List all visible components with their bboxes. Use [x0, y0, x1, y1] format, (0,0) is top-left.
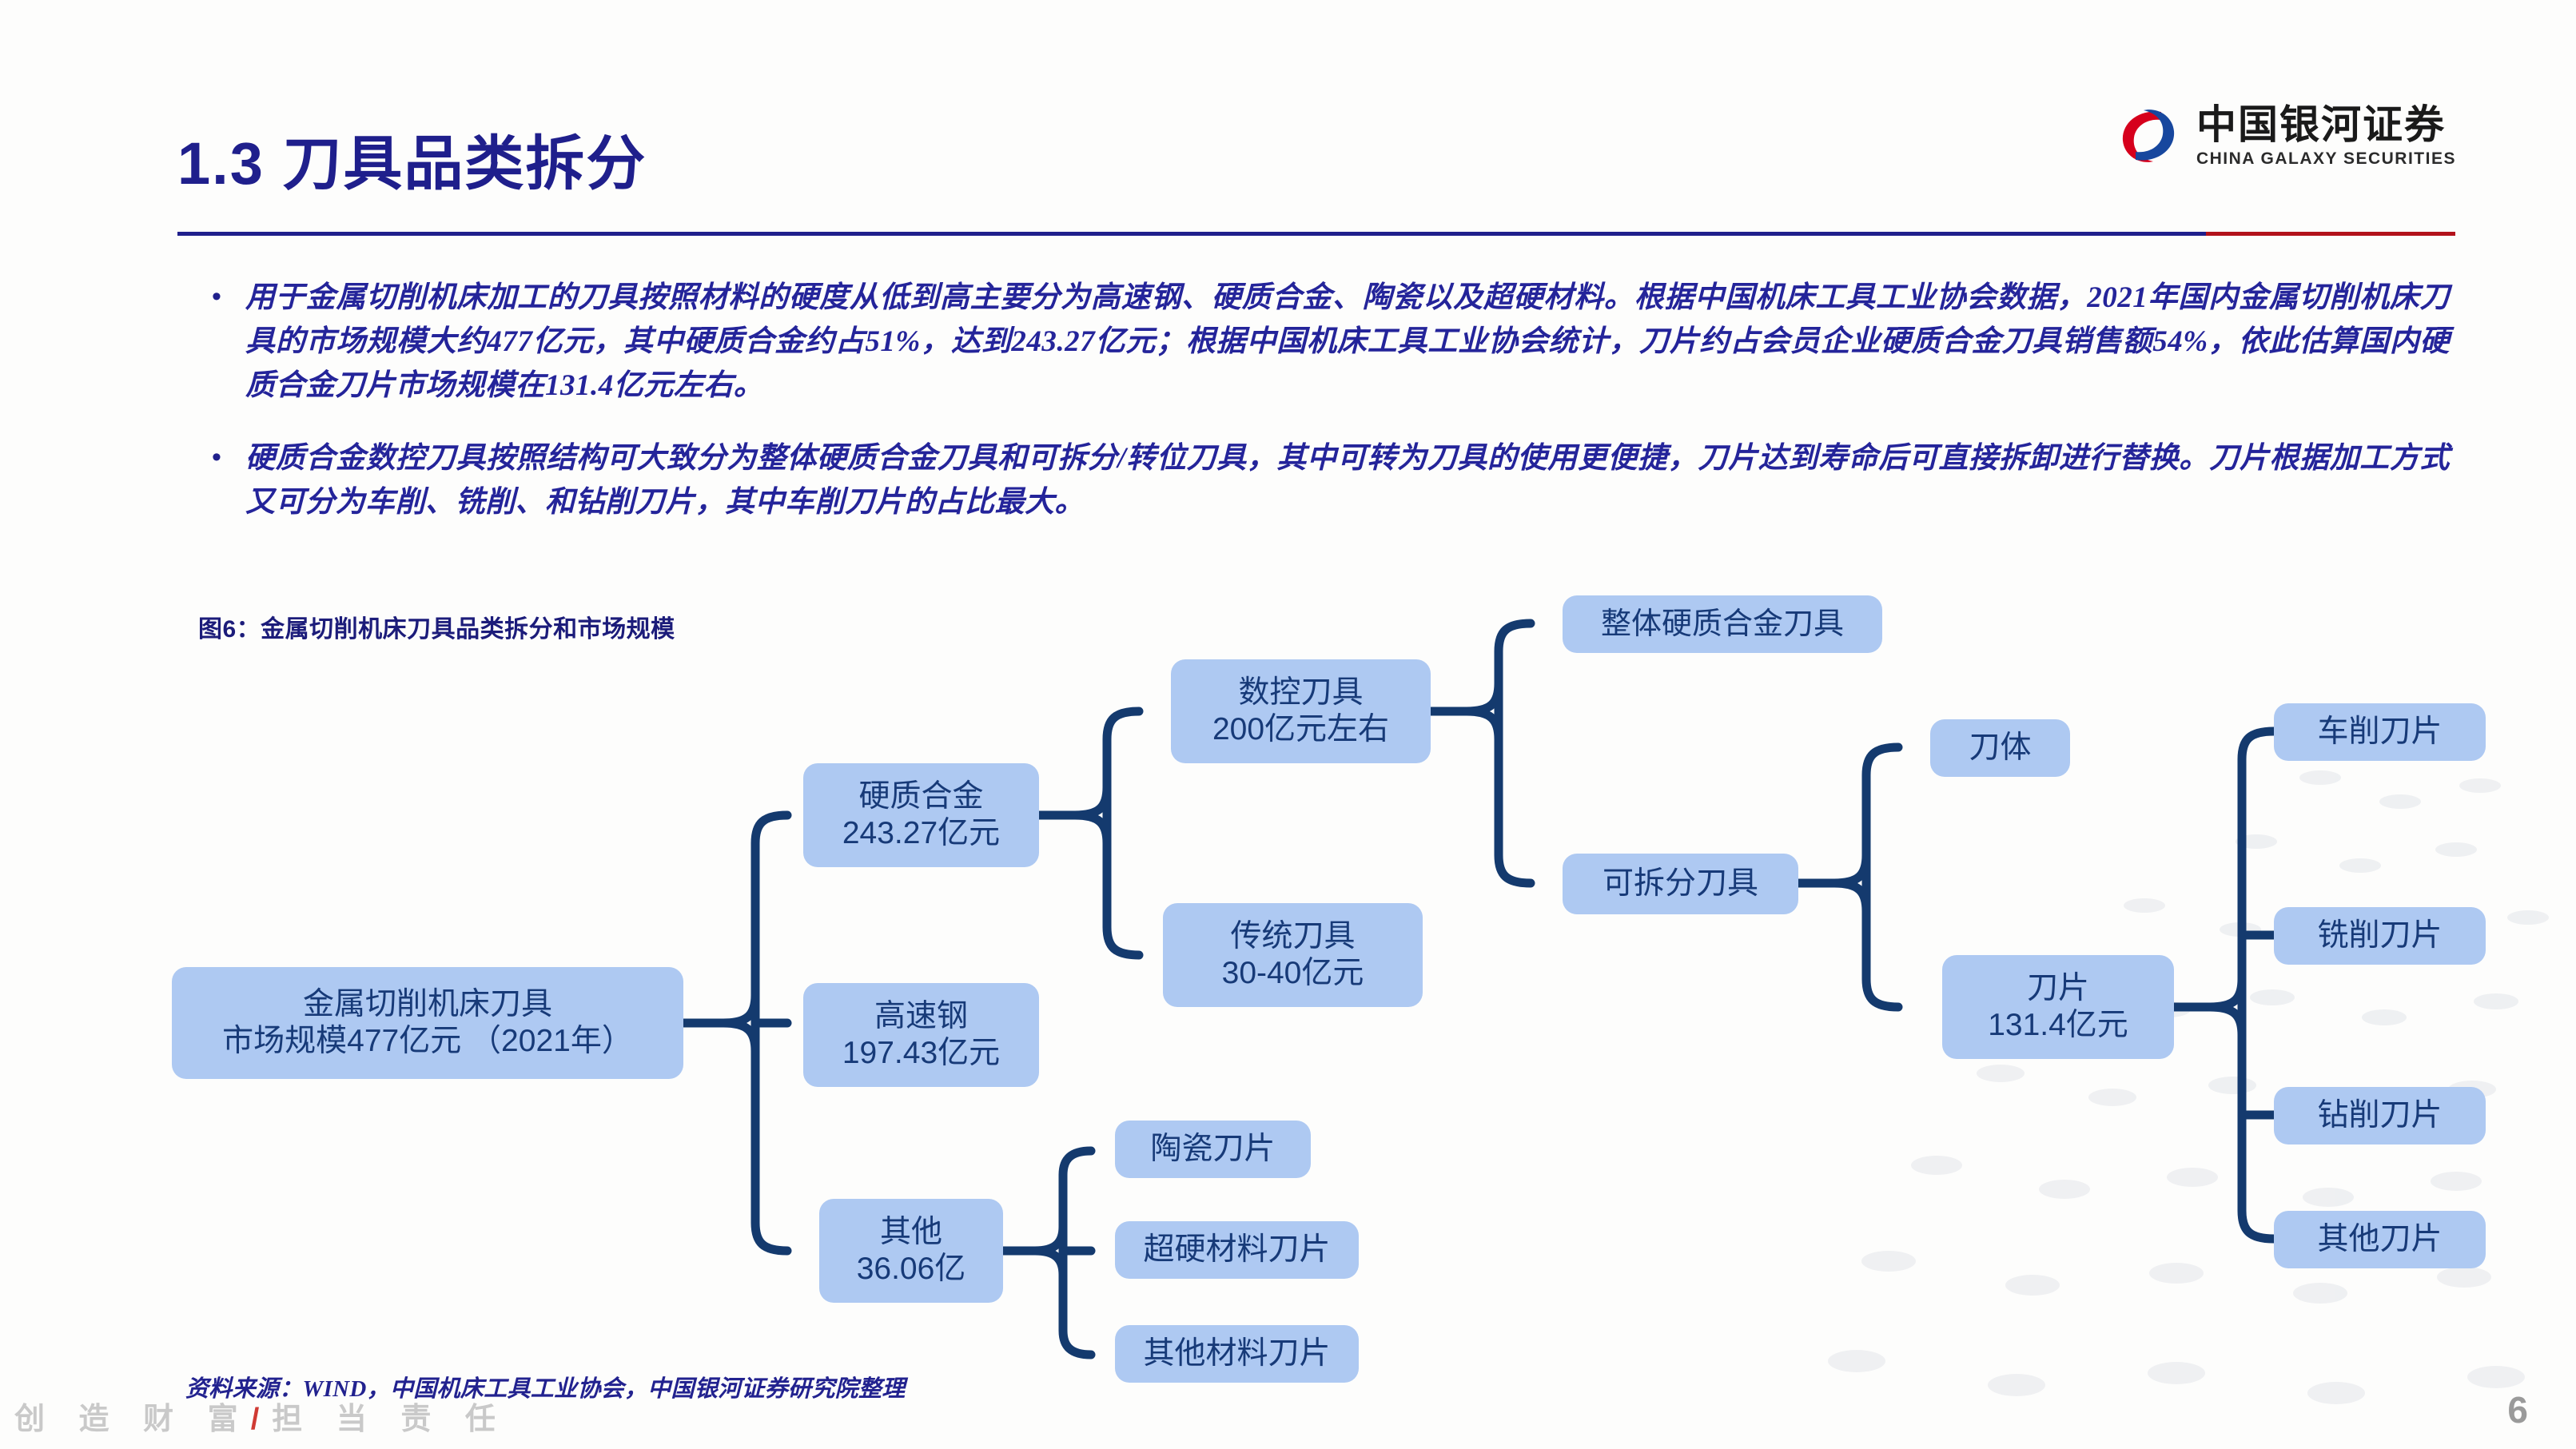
node-turning-insert-label: 车削刀片 [2317, 714, 2443, 749]
node-insert[interactable]: 刀片 131.4亿元 [1942, 955, 2174, 1059]
node-cnc-tools-line1: 数控刀具 [1238, 675, 1364, 710]
bullet-item: • 硬质合金数控刀具按照结构可大致分为整体硬质合金刀具和可拆分/转位刀具，其中可… [212, 436, 2450, 524]
diagram-connectors [679, 619, 2279, 1359]
node-traditional-tools-line2: 30-40亿元 [1221, 956, 1364, 990]
node-cnc-tools-line2: 200亿元左右 [1212, 712, 1390, 746]
node-carbide-line2: 243.27亿元 [842, 816, 1001, 850]
footer-slogan-left: 创 造 财 富 [14, 1403, 251, 1436]
node-drilling-insert-label: 钻削刀片 [2317, 1097, 2443, 1133]
footer-slogan-right: 担 当 责 任 [272, 1403, 508, 1436]
node-root[interactable]: 金属切削机床刀具 市场规模477亿元 （2021年） [172, 967, 683, 1079]
bullet-marker-icon: • [212, 442, 221, 472]
node-other-material-insert-label: 其他材料刀片 [1143, 1336, 1331, 1371]
node-root-line2: 市场规模477亿元 （2021年） [222, 1024, 633, 1058]
body-bullet-list: • 用于金属切削机床加工的刀具按照材料的硬度从低到高主要分为高速钢、硬质合金、陶… [212, 276, 2450, 553]
node-detachable-tool-label: 可拆分刀具 [1602, 866, 1758, 901]
node-other-line1: 其他 [879, 1214, 942, 1249]
node-hss-line1: 高速钢 [874, 998, 968, 1033]
node-cnc-tools[interactable]: 数控刀具 200亿元左右 [1171, 659, 1431, 763]
node-carbide[interactable]: 硬质合金 243.27亿元 [803, 763, 1039, 867]
footer-slogan: 创 造 财 富/担 当 责 任 [14, 1394, 508, 1438]
logo-english-name: CHINA GALAXY SECURITIES [2196, 149, 2456, 168]
node-solid-carbide-tool[interactable]: 整体硬质合金刀具 [1563, 595, 1882, 653]
page-number: 6 [2507, 1389, 2528, 1431]
company-logo: 中国银河证券 CHINA GALAXY SECURITIES [2115, 102, 2456, 169]
node-milling-insert-label: 铣削刀片 [2317, 918, 2443, 953]
node-hss-line2: 197.43亿元 [842, 1036, 1001, 1070]
figure-source: 资料来源：WIND，中国机床工具工业协会，中国银河证券研究院整理 [185, 1376, 906, 1402]
node-drilling-insert[interactable]: 钻削刀片 [2274, 1087, 2486, 1144]
node-traditional-tools-line1: 传统刀具 [1230, 918, 1356, 953]
page-title: 1.3 刀具品类拆分 [177, 130, 647, 197]
bullet-text: 用于金属切削机床加工的刀具按照材料的硬度从低到高主要分为高速钢、硬质合金、陶瓷以… [245, 281, 2450, 402]
figure-caption: 图6：金属切削机床刀具品类拆分和市场规模 [198, 616, 675, 643]
node-other-insert[interactable]: 其他刀片 [2274, 1211, 2486, 1268]
galaxy-swoosh-icon [2115, 102, 2182, 169]
node-other-insert-label: 其他刀片 [2317, 1221, 2443, 1256]
node-insert-line1: 刀片 [2026, 970, 2089, 1005]
node-other-line2: 36.06亿 [856, 1252, 966, 1286]
bullet-item: • 用于金属切削机床加工的刀具按照材料的硬度从低到高主要分为高速钢、硬质合金、陶… [212, 276, 2450, 408]
node-milling-insert[interactable]: 铣削刀片 [2274, 907, 2486, 965]
node-turning-insert[interactable]: 车削刀片 [2274, 703, 2486, 761]
node-other-material-insert[interactable]: 其他材料刀片 [1115, 1325, 1359, 1383]
node-hss[interactable]: 高速钢 197.43亿元 [803, 983, 1039, 1087]
node-detachable-tool[interactable]: 可拆分刀具 [1563, 854, 1798, 914]
header-divider-accent [2206, 232, 2455, 236]
node-carbide-line1: 硬质合金 [858, 778, 984, 814]
node-tool-holder-label: 刀体 [1969, 730, 2032, 765]
node-ceramic-insert[interactable]: 陶瓷刀片 [1115, 1121, 1311, 1178]
node-tool-holder[interactable]: 刀体 [1930, 719, 2070, 777]
node-superhard-insert-label: 超硬材料刀片 [1143, 1232, 1331, 1267]
bullet-marker-icon: • [212, 281, 221, 312]
bullet-text: 硬质合金数控刀具按照结构可大致分为整体硬质合金刀具和可拆分/转位刀具，其中可转为… [245, 442, 2450, 519]
node-superhard-insert[interactable]: 超硬材料刀片 [1115, 1221, 1359, 1279]
node-other[interactable]: 其他 36.06亿 [819, 1199, 1003, 1303]
footer-slogan-separator: / [250, 1403, 273, 1436]
logo-chinese-name: 中国银河证券 [2196, 102, 2446, 147]
header-divider [177, 232, 2455, 236]
node-insert-line2: 131.4亿元 [1988, 1008, 2128, 1042]
node-solid-carbide-tool-label: 整体硬质合金刀具 [1600, 607, 1844, 641]
tree-diagram: 金属切削机床刀具 市场规模477亿元 （2021年） 硬质合金 243.27亿元… [0, 591, 2576, 1399]
node-root-line1: 金属切削机床刀具 [302, 986, 552, 1021]
node-ceramic-insert-label: 陶瓷刀片 [1150, 1131, 1276, 1166]
node-traditional-tools[interactable]: 传统刀具 30-40亿元 [1163, 903, 1423, 1007]
